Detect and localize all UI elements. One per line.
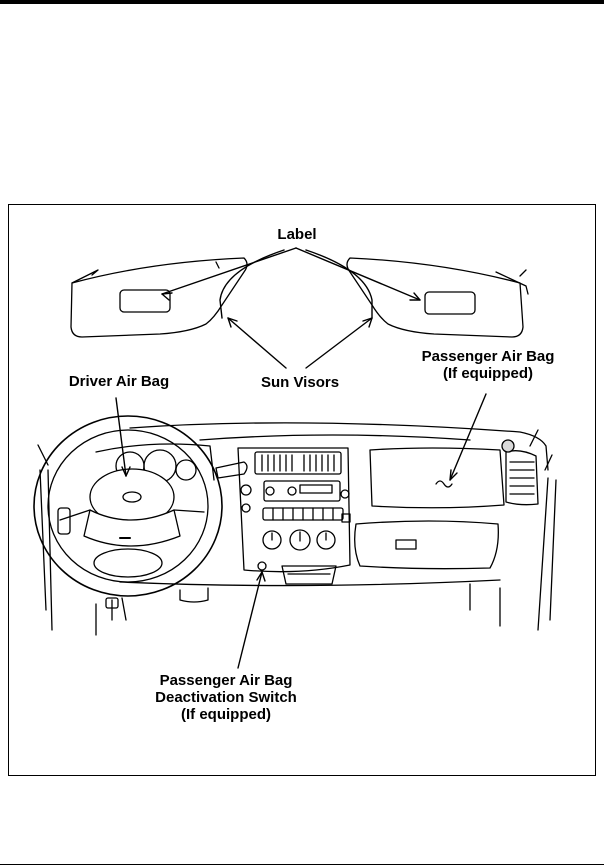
passenger-airbag-line-1: Passenger Air Bag: [421, 348, 555, 365]
driver-airbag-callout: Driver Air Bag: [68, 373, 170, 390]
label-callout: Label: [277, 226, 317, 243]
left-visor-label: [119, 289, 171, 313]
label-leader-lines: [161, 247, 421, 319]
passenger-airbag-line-2: (If equipped): [443, 365, 533, 382]
deactivation-switch-callout: Passenger Air Bag Deactivation Switch (I…: [126, 672, 326, 723]
passenger-airbag-callout: Passenger Air Bag (If equipped): [398, 348, 578, 382]
dashboard: [37, 422, 557, 636]
deactivation-switch-line-3: (If equipped): [181, 706, 271, 723]
right-visor-label: [424, 291, 476, 315]
left-sun-visor: [70, 257, 248, 338]
deactivation-switch-line-1: Passenger Air Bag: [159, 672, 293, 689]
figure-frame: [8, 204, 596, 776]
deactivation-switch-knob: [257, 561, 267, 571]
right-sun-visor: [346, 257, 529, 338]
deactivation-switch-leader: [237, 571, 266, 669]
sun-visors-callout: Sun Visors: [260, 374, 340, 391]
steering-wheel: [33, 415, 223, 621]
sun-visor-leader-lines: [227, 317, 373, 369]
top-rule: [0, 0, 604, 4]
passenger-airbag-leader: [449, 393, 487, 481]
bottom-rule: [0, 864, 604, 865]
driver-airbag-leader: [115, 397, 131, 477]
deactivation-switch-line-2: Deactivation Switch: [155, 689, 297, 706]
